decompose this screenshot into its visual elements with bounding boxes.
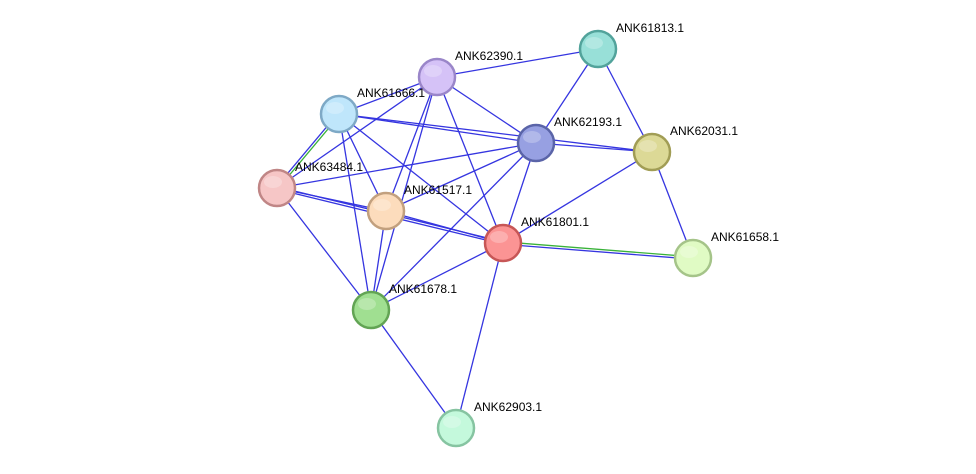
edge-ank61517-1-ank61801-1	[385, 210, 504, 244]
edge-ank62390-1-ank61801-1	[436, 76, 504, 244]
node-circle[interactable]	[351, 290, 391, 330]
node-label: ANK61517.1	[404, 183, 472, 197]
edge-ank61666-1-ank62193-1	[338, 113, 537, 144]
node-ank61678-1[interactable]: ANK61678.1	[351, 282, 457, 330]
edge-ank62390-1-ank61813-1	[436, 48, 599, 78]
edge-ank61801-1-ank61658-1	[502, 243, 693, 260]
node-label: ANK61801.1	[521, 215, 589, 229]
node-highlight	[490, 231, 508, 243]
edge-ank62390-1-ank62193-1	[436, 76, 537, 144]
edge-ank62193-1-ank61678-1	[370, 142, 537, 311]
node-ank62031-1[interactable]: ANK62031.1	[632, 124, 738, 172]
node-circle[interactable]	[632, 132, 672, 172]
edge-ank61666-1-ank61678-1	[338, 113, 372, 311]
node-label: ANK62031.1	[670, 124, 738, 138]
node-ank63484-1[interactable]: ANK63484.1	[257, 160, 363, 208]
edge-ank62031-1-ank61801-1	[502, 151, 653, 244]
node-label: ANK61658.1	[711, 230, 779, 244]
edge-ank62390-1-ank63484-1	[276, 76, 438, 189]
node-layer: ANK61813.1ANK62390.1ANK61666.1ANK62193.1…	[257, 21, 779, 448]
edge-ank62193-1-ank62031-1	[535, 142, 653, 153]
node-highlight	[680, 246, 698, 258]
edge-ank61801-1-ank61658-1	[503, 241, 694, 258]
edge-ank62193-1-ank61517-1	[385, 142, 537, 212]
node-circle[interactable]	[673, 238, 713, 278]
node-ank61658-1[interactable]: ANK61658.1	[673, 230, 779, 278]
node-circle[interactable]	[516, 123, 556, 163]
node-label: ANK61813.1	[616, 21, 684, 35]
edge-ank62193-1-ank63484-1	[276, 142, 537, 189]
edge-ank61801-1-ank61678-1	[370, 242, 504, 311]
edge-ank61666-1-ank62031-1	[338, 113, 653, 153]
node-highlight	[326, 102, 344, 114]
node-ank61801-1[interactable]: ANK61801.1	[483, 215, 589, 263]
node-ank61813-1[interactable]: ANK61813.1	[578, 21, 684, 69]
node-highlight	[585, 37, 603, 49]
node-label: ANK62390.1	[455, 49, 523, 63]
node-circle[interactable]	[578, 29, 618, 69]
node-ank62193-1[interactable]: ANK62193.1	[516, 115, 622, 163]
node-circle[interactable]	[257, 168, 297, 208]
node-ank62390-1[interactable]: ANK62390.1	[417, 49, 523, 97]
node-highlight	[639, 140, 657, 152]
edge-ank62390-1-ank61517-1	[385, 76, 438, 212]
edge-ank61678-1-ank62903-1	[370, 309, 457, 429]
node-circle[interactable]	[319, 94, 359, 134]
node-label: ANK62903.1	[474, 400, 542, 414]
node-ank61666-1[interactable]: ANK61666.1	[319, 86, 425, 134]
edge-ank61666-1-ank61801-1	[338, 113, 504, 244]
node-circle[interactable]	[483, 223, 523, 263]
node-highlight	[443, 416, 461, 428]
node-highlight	[373, 199, 391, 211]
node-highlight	[523, 131, 541, 143]
node-label: ANK61678.1	[389, 282, 457, 296]
edge-ank61801-1-ank62903-1	[455, 242, 504, 429]
node-ank61517-1[interactable]: ANK61517.1	[366, 183, 472, 231]
edge-ank62390-1-ank61678-1	[370, 76, 438, 311]
node-label: ANK62193.1	[554, 115, 622, 129]
node-circle[interactable]	[417, 57, 457, 97]
edge-ank61813-1-ank62031-1	[597, 48, 653, 153]
node-highlight	[424, 65, 442, 77]
node-label: ANK61666.1	[357, 86, 425, 100]
node-highlight	[264, 176, 282, 188]
node-circle[interactable]	[366, 191, 406, 231]
node-label: ANK63484.1	[295, 160, 363, 174]
node-ank62903-1[interactable]: ANK62903.1	[436, 400, 542, 448]
node-highlight	[358, 298, 376, 310]
node-circle[interactable]	[436, 408, 476, 448]
edge-ank63484-1-ank61678-1	[276, 187, 372, 311]
